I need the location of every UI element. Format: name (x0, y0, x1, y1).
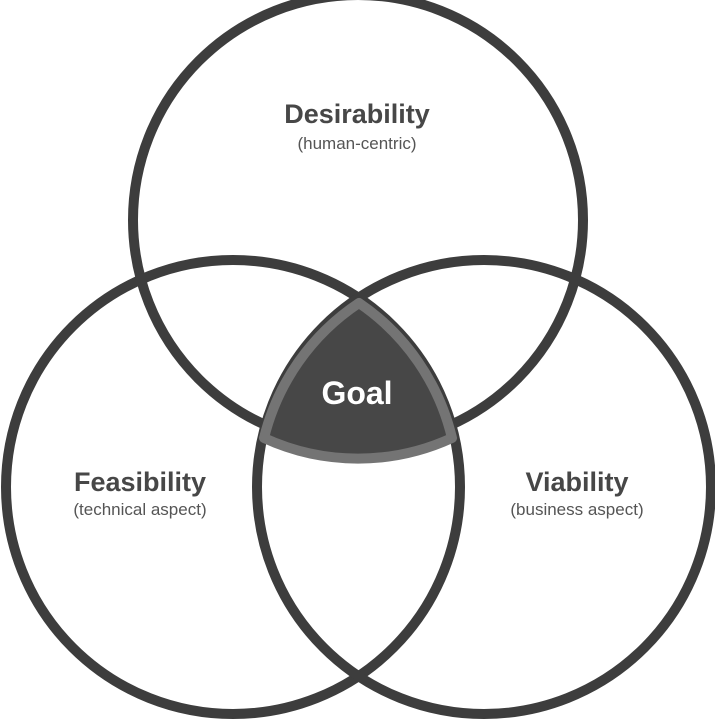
desirability-title: Desirability (284, 99, 430, 129)
feasibility-subtitle: (technical aspect) (73, 500, 206, 519)
feasibility-title: Feasibility (74, 467, 206, 497)
viability-circle (252, 255, 715, 719)
viability-title: Viability (525, 467, 628, 497)
desirability-subtitle: (human-centric) (297, 134, 416, 153)
viability-subtitle: (business aspect) (510, 500, 643, 519)
goal-intersection (259, 298, 457, 464)
goal-label: Goal (321, 375, 392, 411)
feasibility-circle (1, 255, 465, 719)
